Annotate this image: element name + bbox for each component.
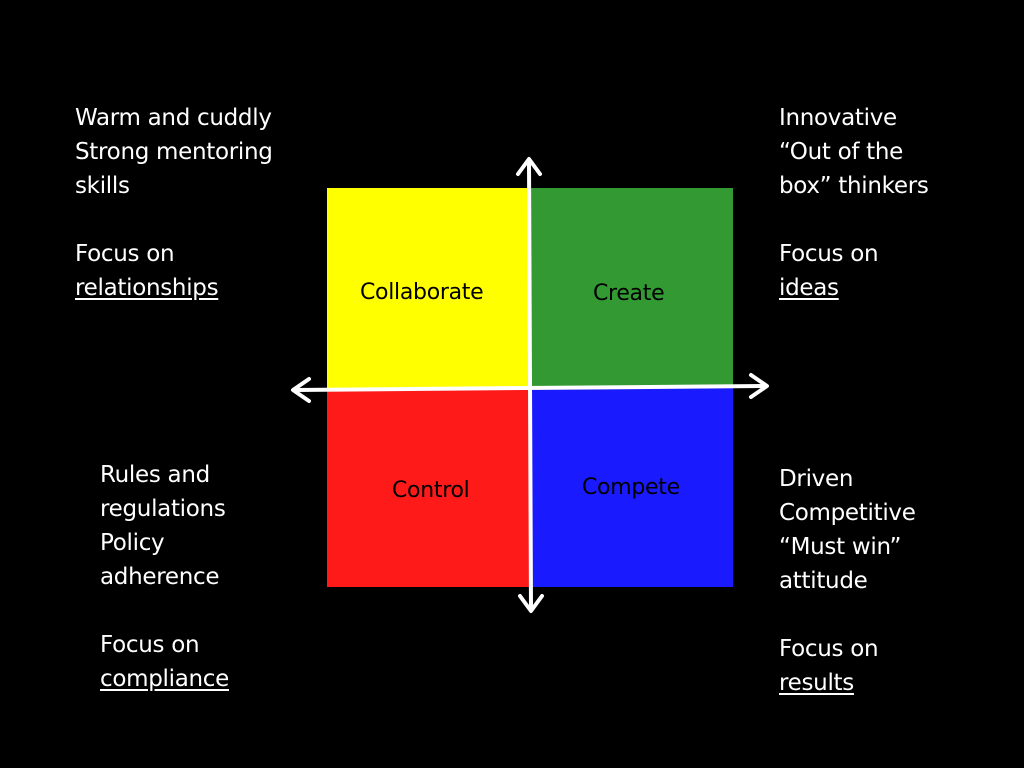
description-line: skills [75,173,130,199]
collaborate-description: Warm and cuddly Strong mentoring skills … [75,101,273,305]
focus-word: compliance [100,666,229,692]
description-line: Rules and [100,462,210,488]
focus-word: relationships [75,275,219,301]
create-label: Create [593,281,665,306]
description-line: Competitive [779,500,916,526]
focus-prefix: Focus on [779,636,879,662]
compete-label: Compete [582,475,680,500]
description-line: Policy [100,530,165,556]
compete-description: Driven Competitive “Must win” attitude F… [779,462,916,700]
focus-prefix: Focus on [779,241,879,267]
focus-prefix: Focus on [100,632,200,658]
arrow-left-icon [291,377,311,403]
description-line: Innovative [779,105,897,131]
description-line: Warm and cuddly [75,105,272,131]
line-gap [100,594,229,628]
description-line: regulations [100,496,226,522]
description-line: box” thinkers [779,173,929,199]
focus-word: ideas [779,275,839,301]
description-line: Strong mentoring [75,139,273,165]
compete-quadrant [529,388,733,587]
description-line: adherence [100,564,220,590]
arrow-right-icon [749,373,769,399]
description-line: Driven [779,466,854,492]
create-description: Innovative “Out of the box” thinkers Foc… [779,101,929,305]
arrow-up-icon [516,157,542,176]
control-description: Rules and regulations Policy adherence F… [100,458,229,696]
focus-word: results [779,670,854,696]
control-quadrant [327,390,529,587]
line-gap [779,203,929,237]
line-gap [779,598,916,632]
create-quadrant [529,188,733,388]
arrow-down-icon [518,594,544,613]
description-line: “Must win” [779,534,902,560]
description-line: attitude [779,568,868,594]
collaborate-label: Collaborate [360,280,484,305]
description-line: “Out of the [779,139,904,165]
control-label: Control [392,478,470,503]
line-gap [75,203,273,237]
focus-prefix: Focus on [75,241,175,267]
collaborate-quadrant [327,188,529,390]
